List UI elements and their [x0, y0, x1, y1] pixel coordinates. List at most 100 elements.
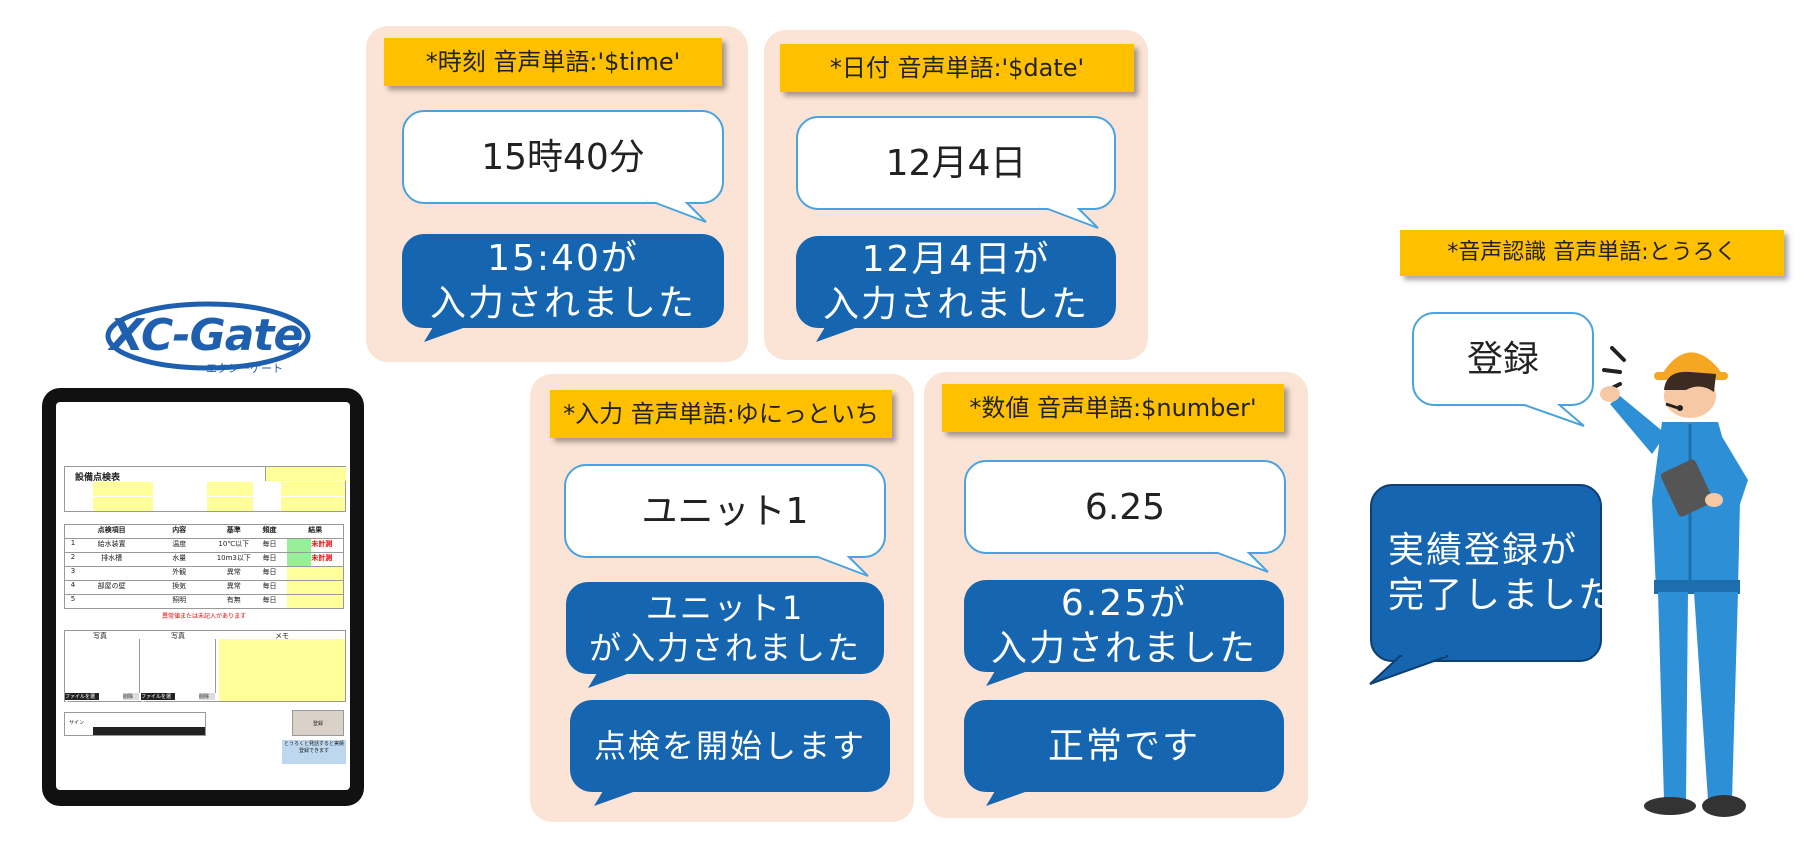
- row-standard: 異常: [226, 568, 241, 576]
- table-header-cell: 結果: [308, 526, 323, 534]
- table-row: 3 外観 異常 毎日: [64, 567, 344, 581]
- row-number: 3: [70, 567, 76, 575]
- table-row: 5 照明 有無 毎日: [64, 595, 344, 609]
- register-button[interactable]: 登録: [292, 710, 344, 736]
- number-response-line1: 6.25が: [1060, 583, 1188, 624]
- table-header-cell: 内容: [172, 526, 187, 534]
- form-field-4[interactable]: [281, 482, 345, 496]
- date-response-tail: [816, 322, 872, 342]
- time-utterance-tail: [647, 198, 707, 223]
- time-response-tail: [424, 322, 480, 342]
- register-hint: とうろくと発話すると実績登録できます: [282, 740, 346, 764]
- delete-button[interactable]: 削除: [123, 693, 139, 700]
- logo-subtext: エクシーゲート: [206, 362, 283, 375]
- row-number: 4: [70, 581, 76, 589]
- voice-response-line2: 完了しました: [1388, 575, 1617, 616]
- file-select-button[interactable]: ファイルを選択: [65, 693, 99, 707]
- tablet-screen: 設備点検表 点検項目 内容 基準 頻度 結果 1 給水装置 温度 1: [56, 402, 350, 790]
- form-field-5[interactable]: [93, 497, 153, 511]
- input-response-bubble: ユニット1 が入力されました: [566, 582, 884, 674]
- row-standard: 10m3以下: [216, 554, 251, 562]
- voice-response-bubble: 実績登録が 完了しました: [1370, 484, 1614, 662]
- row-content: 温度: [172, 540, 187, 548]
- time-response-line1: 15:40が: [487, 238, 639, 279]
- sign-field[interactable]: [93, 727, 205, 735]
- row-result-input[interactable]: [287, 553, 312, 566]
- input-response-line2: が入力されました: [588, 629, 861, 667]
- table-header-row: 点検項目 内容 基準 頻度 結果: [64, 524, 344, 539]
- row-item: [81, 595, 143, 608]
- photo-slot-1[interactable]: [65, 639, 140, 693]
- form-field-2[interactable]: [93, 482, 153, 496]
- date-utterance-tail: [1039, 204, 1099, 229]
- form-title: 設備点検表: [75, 473, 121, 483]
- input-tag: *入力 音声単語:ゆにっといち: [550, 390, 892, 438]
- inspection-table: 点検項目 内容 基準 頻度 結果 1 給水装置 温度 10℃以下 毎日 未計測 …: [64, 524, 344, 620]
- memo-field[interactable]: [219, 639, 345, 701]
- logo-text: XC-Gate: [109, 310, 304, 361]
- table-row: 4 部屋の壁 換気 異常 毎日: [64, 581, 344, 595]
- row-number: 2: [70, 553, 76, 561]
- row-number: 1: [70, 539, 76, 547]
- table-header-cell: 基準: [226, 526, 241, 534]
- time-response-bubble: 15:40が 入力されました: [402, 234, 724, 328]
- table-header-cell: 点検項目: [97, 526, 126, 534]
- row-item: 給水装置: [97, 540, 126, 548]
- form-header: 設備点検表: [64, 466, 346, 512]
- row-content: 外観: [172, 568, 187, 576]
- voice-response-tail: [1369, 653, 1449, 685]
- number-response-bubble: 6.25が 入力されました: [964, 580, 1284, 672]
- row-content: 照明: [172, 596, 187, 604]
- row-content: 水量: [172, 554, 187, 562]
- photo-slot-2[interactable]: [141, 639, 216, 693]
- number-extra-tail: [986, 786, 1042, 806]
- photo-area: 写真 写真 メモ ファイルを選択 削除 ファイルを選択 削除: [64, 630, 346, 707]
- sign-area: サイン: [64, 712, 206, 736]
- row-result-input[interactable]: [287, 539, 312, 552]
- input-response-line1: ユニット1: [645, 589, 805, 627]
- worker-with-tablet-icon: [1600, 346, 1748, 817]
- table-row: 1 給水装置 温度 10℃以下 毎日 未計測: [64, 539, 344, 553]
- row-result-input[interactable]: [287, 567, 344, 580]
- sign-label: サイン: [69, 720, 85, 726]
- row-frequency: 毎日: [262, 540, 277, 548]
- number-utterance-tail: [1209, 548, 1269, 573]
- delete-button[interactable]: 削除: [199, 693, 215, 700]
- date-response-line2: 入力されました: [822, 284, 1089, 325]
- memo-label: メモ: [275, 632, 289, 640]
- time-utterance-bubble: 15時40分: [402, 110, 724, 204]
- number-response-line2: 入力されました: [990, 628, 1257, 669]
- xc-gate-logo: XC-Gate エクシーゲート: [96, 296, 316, 378]
- row-standard: 有無: [226, 596, 241, 604]
- form-field-1[interactable]: [265, 467, 346, 481]
- number-tag: *数値 音声単語:$number': [942, 384, 1284, 432]
- photo-label: 写真: [93, 632, 107, 640]
- row-result-input[interactable]: [287, 581, 344, 594]
- row-item: 排水槽: [101, 554, 123, 562]
- row-frequency: 毎日: [262, 554, 277, 562]
- row-status: 未計測: [311, 554, 333, 562]
- row-item: [81, 567, 143, 580]
- row-result-input[interactable]: [287, 595, 344, 608]
- row-status: 未計測: [311, 540, 333, 548]
- table-header-cell: 頻度: [262, 526, 277, 534]
- row-number: 5: [70, 595, 76, 603]
- number-utterance-bubble: 6.25: [964, 460, 1286, 554]
- row-item: 部屋の壁: [97, 582, 126, 590]
- input-extra-tail: [594, 786, 650, 806]
- file-select-button[interactable]: ファイルを選択: [141, 693, 175, 707]
- row-standard: 異常: [226, 582, 241, 590]
- photo-label: 写真: [171, 632, 185, 640]
- form-field-7[interactable]: [281, 497, 345, 511]
- form-field-3[interactable]: [207, 482, 253, 496]
- input-extra-bubble: 点検を開始します: [570, 700, 890, 792]
- input-utterance-tail: [809, 552, 869, 577]
- row-content: 換気: [172, 582, 187, 590]
- form-field-6[interactable]: [207, 497, 253, 511]
- time-tag: *時刻 音声単語:'$time': [384, 38, 722, 86]
- number-response-tail: [986, 666, 1042, 686]
- date-tag: *日付 音声単語:'$date': [780, 44, 1134, 92]
- input-response-tail: [588, 668, 644, 688]
- date-utterance-bubble: 12月4日: [796, 116, 1116, 210]
- warning-text: 異常値または未記入があります: [161, 613, 246, 620]
